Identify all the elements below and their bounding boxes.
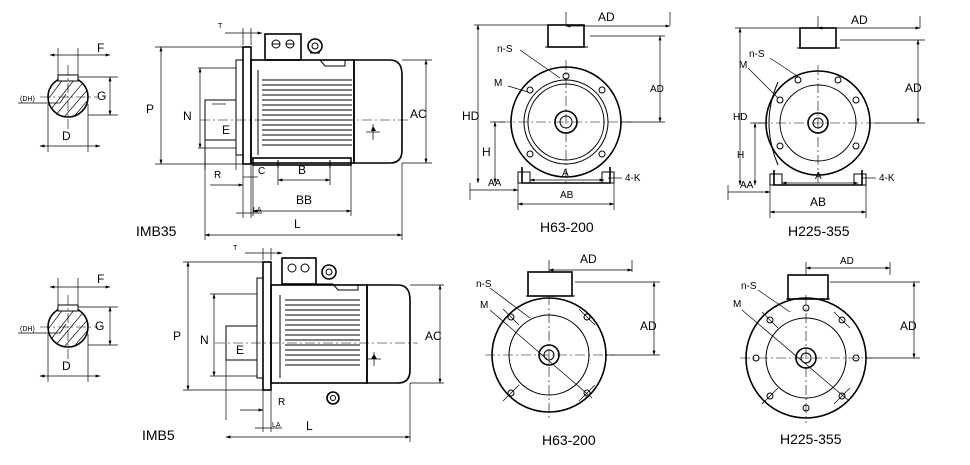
cooling-fins — [262, 79, 352, 146]
label-R: R — [214, 170, 221, 181]
front-view-h225-355-foot: AD AD HD H n-S M AA A AB 4-K H225-355 — [727, 13, 925, 239]
label-P: P — [173, 329, 181, 343]
front-view-h63-200-flange: AD AD n-S M H63-200 — [476, 252, 660, 448]
label-M: M — [733, 299, 741, 310]
label-C: C — [258, 166, 265, 177]
label-N: N — [183, 109, 192, 123]
label-G: G — [95, 319, 104, 333]
caption-imb35: IMB35 — [136, 223, 177, 239]
label-AA: AA — [740, 180, 754, 191]
label-F: F — [97, 272, 104, 286]
label-D: D — [62, 129, 71, 143]
label-B: B — [298, 163, 306, 177]
label-AD-side: AD — [650, 84, 664, 95]
caption-imb5: IMB5 — [142, 427, 175, 443]
label-A: A — [562, 168, 569, 179]
label-E: E — [222, 123, 230, 137]
label-LA: LA — [253, 207, 262, 214]
label-AB: AB — [560, 190, 574, 201]
label-nS: n-S — [476, 279, 492, 290]
cooling-fins — [285, 299, 360, 366]
caption-h225-355-flange: H225-355 — [780, 431, 842, 447]
flange-holes — [752, 304, 860, 412]
label-AD-top: AD — [580, 252, 597, 266]
label-R: R — [278, 397, 285, 408]
label-M: M — [480, 300, 488, 311]
label-AD-top: AD — [598, 10, 615, 24]
label-AB: AB — [810, 195, 826, 209]
label-nS: n-S — [741, 281, 757, 292]
label-AC: AC — [410, 107, 427, 121]
imb35-view: F G D (DH) — [18, 23, 432, 240]
shaft-section-imb5: F G D (DH) — [18, 272, 118, 382]
label-M: M — [494, 78, 502, 89]
label-AD-top: AD — [851, 13, 868, 27]
label-M: M — [739, 60, 747, 71]
label-HD: HD — [462, 109, 480, 123]
label-AD-top: AD — [840, 256, 854, 267]
label-L: L — [306, 419, 313, 433]
label-G: G — [97, 89, 106, 103]
imb5-view: F G D (DH) — [18, 245, 444, 443]
label-DH: (DH) — [20, 96, 35, 103]
label-F: F — [97, 41, 104, 55]
label-AD-side: AD — [900, 319, 917, 333]
label-nS: n-S — [749, 49, 765, 60]
label-HD: HD — [733, 112, 747, 123]
label-DH: (DH) — [20, 326, 35, 333]
front-view-h225-355-flange: AD AD n-S M H225-355 — [733, 256, 920, 447]
label-P: P — [146, 102, 154, 116]
label-AC: AC — [425, 329, 442, 343]
side-view-imb35: T P N E AC R C — [146, 23, 432, 240]
label-D: D — [62, 359, 71, 373]
label-AA: AA — [488, 178, 502, 189]
label-H: H — [737, 150, 744, 161]
label-N: N — [200, 333, 209, 347]
shaft-section-imb35: F G D (DH) — [18, 41, 118, 152]
caption-h63-200-flange: H63-200 — [542, 432, 596, 448]
label-AD-side: AD — [905, 81, 922, 95]
caption-h63-200-foot: H63-200 — [540, 219, 594, 235]
flange-holes — [502, 308, 596, 402]
front-view-h63-200-foot: AD AD HD H n-S M AA A AB 4-K H63-200 — [462, 10, 671, 235]
label-LA: LA — [272, 422, 281, 429]
label-AD-side: AD — [640, 319, 657, 333]
caption-h225-355-foot: H225-355 — [788, 223, 850, 239]
label-nS: n-S — [497, 44, 513, 55]
label-BB: BB — [296, 193, 312, 207]
label-4K: 4-K — [879, 173, 895, 184]
label-H: H — [482, 145, 491, 159]
label-L: L — [294, 217, 301, 231]
side-view-imb5: T P N E AC R LA — [173, 245, 444, 442]
label-E: E — [236, 343, 244, 357]
label-A: A — [815, 171, 822, 182]
label-T: T — [233, 245, 238, 252]
label-4K: 4-K — [625, 173, 641, 184]
label-T: T — [218, 23, 223, 30]
